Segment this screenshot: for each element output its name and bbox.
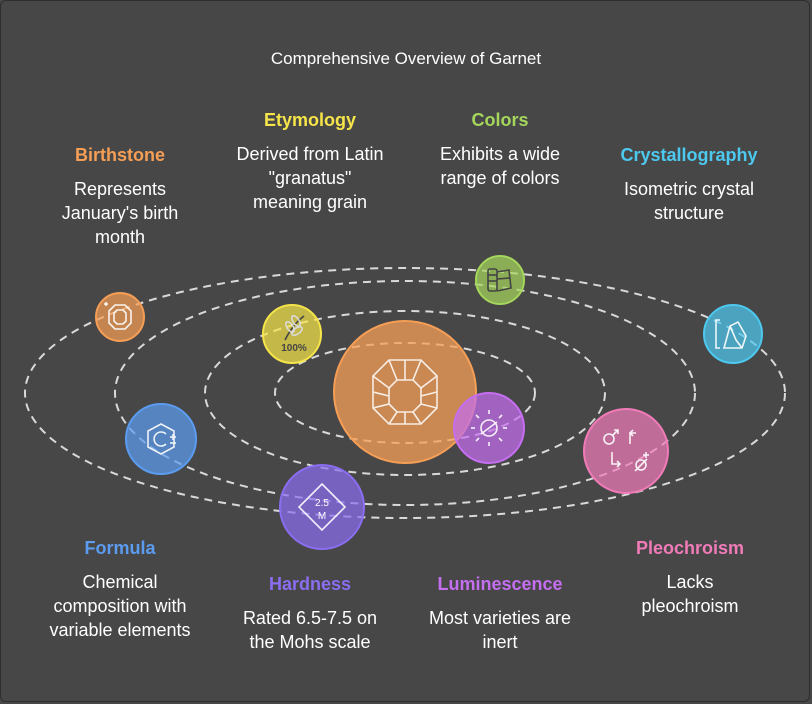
colors-description: Exhibits a wide range of colors xyxy=(410,142,590,190)
etymology-description: Derived from Latin "granatus" meaning grai… xyxy=(210,142,410,214)
hardness-description-line: Rated 6.5-7.5 on xyxy=(242,608,378,628)
luminescence-description: Most varieties are inert xyxy=(405,606,595,654)
luminescence-node xyxy=(453,392,525,464)
orbit-inner xyxy=(274,342,536,444)
pleochroism-icon xyxy=(603,429,649,472)
formula-title: Formula xyxy=(84,538,156,558)
page-title: Comprehensive Overview of Garnet xyxy=(270,49,542,68)
hardness-icon-value: 2.5 xyxy=(315,498,329,509)
crystallography-title: Crystallography xyxy=(620,145,758,165)
hardness-block: Hardness Rated 6.5-7.5 on the Mohs scale xyxy=(215,572,405,654)
hardness-title: Hardness xyxy=(268,574,352,594)
birthstone-title: Birthstone xyxy=(75,145,165,165)
light-icon xyxy=(471,410,507,446)
luminescence-block: Luminescence Most varieties are inert xyxy=(405,572,595,654)
orbit-third xyxy=(114,280,696,506)
center-node xyxy=(333,320,477,464)
hardness-description-line: the Mohs scale xyxy=(249,632,371,652)
etymology-node: 100% xyxy=(262,304,322,364)
colors-title: Colors xyxy=(471,110,529,130)
etymology-block: Etymology Derived from Latin "granatus" me… xyxy=(210,108,410,214)
colors-node xyxy=(475,255,525,305)
gem-icon xyxy=(104,302,132,330)
orbits xyxy=(24,267,786,519)
hardness-icon xyxy=(297,482,347,532)
birthstone-description-line: Represents xyxy=(73,179,167,199)
birthstone-description-line: month xyxy=(94,227,146,247)
formula-description-line: Chemical xyxy=(82,572,158,592)
etymology-title: Etymology xyxy=(263,110,356,130)
hardness-icon-unit: M xyxy=(318,511,326,522)
pleochroism-description-line: pleochroism xyxy=(641,596,739,616)
crystallography-description-line: Isometric crystal xyxy=(623,179,755,199)
orbit-second xyxy=(204,310,606,476)
formula-description-line: composition with xyxy=(53,596,187,616)
etymology-description-line: meaning grain xyxy=(252,192,368,212)
hardness-node: 2.5 M xyxy=(279,464,365,550)
crystallography-node xyxy=(703,304,763,364)
formula-description-line: variable elements xyxy=(49,620,191,640)
etymology-description-line: Derived from Latin xyxy=(236,144,384,164)
colors-description-line: range of colors xyxy=(440,168,560,188)
colors-description-line: Exhibits a wide xyxy=(439,144,561,164)
colors-block: Colors Exhibits a wide range of colors xyxy=(410,108,590,190)
crystal-structure-icon xyxy=(715,319,747,349)
color-palette-icon xyxy=(487,268,512,292)
pleochroism-node xyxy=(583,408,669,494)
formula-block: Formula Chemical composition with variable… xyxy=(25,536,215,642)
crystallography-block: Crystallography Isometric crystal structu… xyxy=(596,143,782,225)
pleochroism-description-line: Lacks xyxy=(666,572,714,592)
crystallography-description: Isometric crystal structure xyxy=(596,177,782,225)
formula-node xyxy=(125,403,197,475)
luminescence-description-line: inert xyxy=(482,632,518,652)
etymology-description-line: "granatus" xyxy=(268,168,352,188)
octagon-gem-icon xyxy=(372,359,438,425)
pleochroism-description: Lacks pleochroism xyxy=(600,570,780,618)
birthstone-description-line: January's birth xyxy=(61,203,179,223)
luminescence-description-line: Most varieties are xyxy=(428,608,572,628)
grain-icon xyxy=(284,314,305,341)
formula-icon xyxy=(147,423,176,455)
birthstone-node xyxy=(95,292,145,342)
grain-icon-label: 100% xyxy=(281,343,307,354)
pleochroism-title: Pleochroism xyxy=(635,538,745,558)
orbit-outer xyxy=(24,267,786,519)
crystallography-description-line: structure xyxy=(653,203,725,223)
luminescence-title: Luminescence xyxy=(437,574,563,594)
formula-description: Chemical composition with variable element… xyxy=(25,570,215,642)
pleochroism-block: Pleochroism Lacks pleochroism xyxy=(600,536,780,618)
hardness-description: Rated 6.5-7.5 on the Mohs scale xyxy=(215,606,405,654)
